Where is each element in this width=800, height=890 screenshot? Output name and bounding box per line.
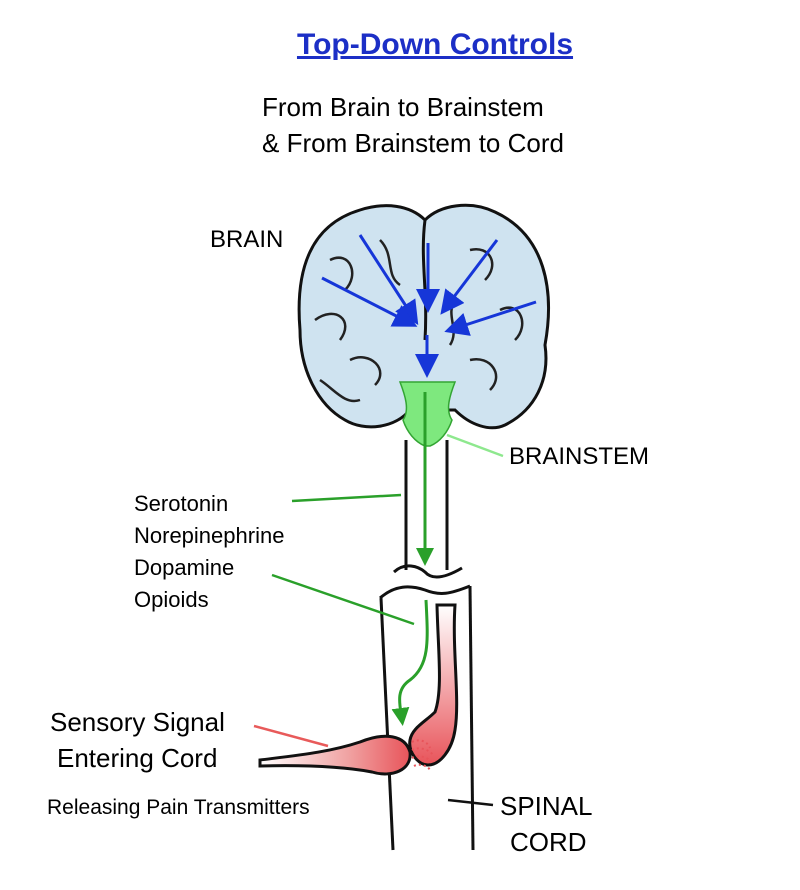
brain-arrow	[321, 276, 418, 327]
sensory-signal-label-line-2: Entering Cord	[57, 743, 218, 773]
brainstem	[398, 381, 457, 447]
descending-pathway	[391, 392, 434, 726]
brain-illustration	[297, 203, 550, 430]
brainstem-label: BRAINSTEM	[509, 443, 650, 470]
cord-break	[379, 564, 471, 600]
sensory-nerve	[258, 734, 412, 776]
brainstem-leader	[446, 433, 504, 458]
pain-transmitter-dots	[411, 739, 435, 771]
dorsal-horn	[408, 603, 459, 767]
brain-arrow	[440, 239, 499, 315]
upper-cord	[404, 440, 449, 570]
page-title: Top-Down Controls	[296, 28, 574, 61]
neurotransmitter-label: Dopamine	[134, 555, 235, 580]
neurotransmitter-label: Opioids	[134, 587, 209, 612]
subtitle-line-1: From Brain to Brainstem	[262, 92, 544, 122]
sensory-leader	[253, 724, 329, 748]
subtitle-line-2: & From Brainstem to Cord	[262, 128, 564, 158]
neurotransmitter-label: Serotonin	[134, 491, 229, 516]
releasing-transmitters-label: Releasing Pain Transmitters	[47, 796, 310, 819]
serotonin-leader	[291, 493, 402, 503]
lower-cord	[379, 585, 475, 851]
spinal-cord-leader	[447, 798, 494, 807]
sensory-signal-label-line-1: Sensory Signal	[50, 707, 225, 737]
opioids-leader	[271, 573, 415, 626]
spinal-cord-label-line-2: CORD	[510, 827, 587, 857]
neurotransmitter-label: Norepinephrine	[134, 523, 285, 548]
brain-arrows	[321, 234, 537, 378]
brain-arrow	[444, 300, 537, 336]
brain-label: BRAIN	[210, 226, 284, 253]
spinal-cord-label-line-1: SPINAL	[500, 791, 593, 821]
